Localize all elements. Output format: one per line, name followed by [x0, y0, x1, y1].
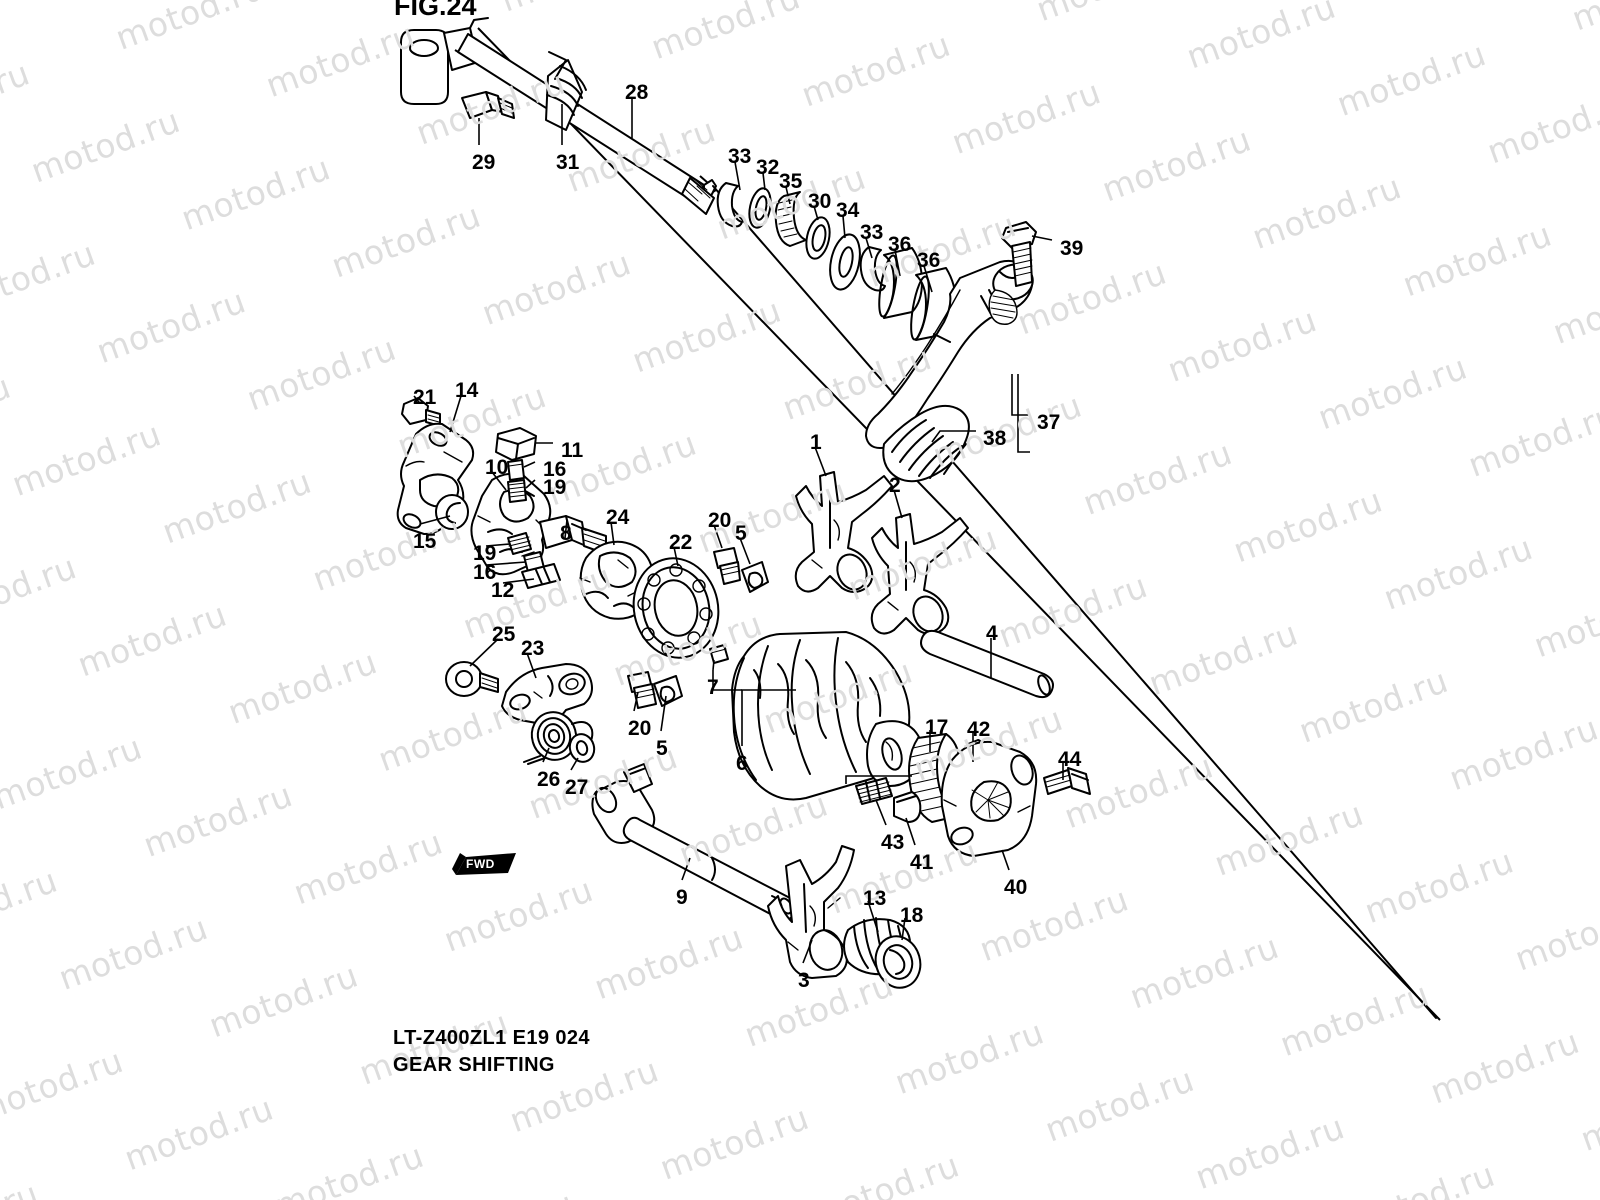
part-callout-32: 32 — [756, 156, 780, 179]
part-callout-38: 38 — [983, 427, 1007, 450]
part-callout-3: 3 — [798, 969, 810, 992]
part-36-bushing-a — [878, 247, 923, 319]
part-callout-44: 44 — [1058, 748, 1082, 771]
part-callout-39: 39 — [1060, 237, 1084, 260]
shaft-spline-end — [681, 177, 715, 215]
part-5-pin-a — [741, 561, 769, 593]
part-callout-43: 43 — [881, 831, 905, 854]
part-31-return-spring — [545, 51, 587, 131]
part-callout-37: 37 — [1037, 411, 1061, 434]
part-28-gearshift-shaft — [400, 17, 1441, 1021]
part-callout-30: 30 — [808, 190, 832, 213]
part-1-shift-fork-1 — [794, 471, 893, 593]
part-16-pin-a — [507, 459, 525, 481]
part-21-bolt — [401, 397, 441, 427]
part-callout-4: 4 — [986, 622, 998, 645]
leader-lines — [413, 98, 1064, 964]
part-15-washer — [435, 494, 469, 530]
part-callout-26: 26 — [537, 768, 561, 791]
part-callout-25: 25 — [492, 623, 516, 646]
figure-title: FIG.24 — [394, 0, 477, 21]
part-callout-19: 19 — [473, 542, 497, 565]
part-38-rubber-grip — [882, 404, 970, 483]
part-33-circlip-a — [716, 182, 743, 228]
part-44-bolt — [1043, 767, 1091, 795]
part-callout-28: 28 — [625, 81, 649, 104]
part-6-shift-cam-drum — [731, 631, 924, 801]
part-4-fork-shaft — [920, 629, 1054, 699]
part-callout-8: 8 — [560, 522, 572, 545]
part-callout-29: 29 — [472, 151, 496, 174]
part-23-gearshift-arm — [501, 663, 593, 725]
part-7-pin — [709, 644, 729, 664]
part-19-spring-a — [507, 479, 527, 503]
fwd-label: FWD — [466, 857, 495, 871]
part-callout-33: 33 — [728, 145, 752, 168]
part-20-bolt-a — [713, 547, 741, 585]
part-callout-17: 17 — [925, 716, 949, 739]
part-30-washer — [805, 216, 831, 260]
part-callout-2: 2 — [889, 474, 901, 497]
fwd-direction-marker: FWD — [452, 849, 522, 888]
part-callout-22: 22 — [669, 531, 693, 554]
part-callout-14: 14 — [455, 379, 479, 402]
part-27-washer — [568, 733, 596, 763]
part-22-bearing — [632, 557, 720, 659]
part-callout-41: 41 — [910, 851, 934, 874]
part-callout-24: 24 — [606, 506, 630, 529]
part-callout-40: 40 — [1004, 876, 1028, 899]
part-18-oil-seal — [874, 935, 922, 989]
part-callout-16: 16 — [473, 561, 497, 584]
part-25-bolt — [445, 661, 499, 697]
part-callout-7: 7 — [707, 676, 719, 699]
part-callout-6: 6 — [736, 752, 748, 775]
caption-model-code: LT-Z400ZL1 E19 024 — [393, 1027, 590, 1049]
part-callout-16: 16 — [543, 458, 567, 481]
part-callout-10: 10 — [485, 456, 509, 479]
part-callout-5: 5 — [735, 522, 747, 545]
part-callout-20: 20 — [708, 509, 732, 532]
part-callout-35: 35 — [779, 170, 803, 193]
part-callout-31: 31 — [556, 151, 580, 174]
part-callout-36: 36 — [888, 233, 912, 256]
part-callout-5: 5 — [656, 737, 668, 760]
part-callout-33: 33 — [860, 221, 884, 244]
part-callout-27: 27 — [565, 776, 589, 799]
part-3-shift-fork-3 — [767, 845, 855, 979]
part-callout-12: 12 — [491, 579, 515, 602]
part-12-plate — [521, 563, 561, 589]
part-41-pin — [893, 791, 922, 823]
part-5-pin-b — [653, 675, 683, 707]
part-callout-18: 18 — [900, 904, 924, 927]
part-callout-36: 36 — [917, 249, 941, 272]
caption-section-name: GEAR SHIFTING — [393, 1054, 555, 1076]
part-callout-42: 42 — [967, 718, 991, 741]
part-callout-11: 11 — [561, 439, 584, 462]
part-callout-9: 9 — [676, 886, 688, 909]
part-callout-23: 23 — [521, 637, 545, 660]
part-callout-20: 20 — [628, 717, 652, 740]
part-33-circlip-b — [859, 246, 886, 292]
part-43-spring — [855, 777, 893, 805]
part-callout-21: 21 — [413, 386, 437, 409]
part-11-stopper — [495, 427, 537, 461]
part-callout-19: 19 — [543, 476, 567, 499]
part-callout-13: 13 — [863, 887, 887, 910]
caption-block: LT-Z400ZL1 E19 024 GEAR SHIFTING — [393, 1025, 590, 1079]
part-callout-34: 34 — [836, 199, 860, 222]
part-callout-1: 1 — [810, 431, 822, 454]
part-34-washer-large — [829, 233, 861, 291]
part-callout-15: 15 — [413, 530, 437, 553]
part-29-bolt — [461, 91, 515, 119]
part-26-return-spring — [523, 711, 594, 765]
part-40-cam-guide — [940, 740, 1038, 857]
part-39-bolt — [1001, 221, 1037, 287]
part-9-fork-shaft-lower — [591, 763, 798, 922]
part-19-spring-b — [507, 532, 532, 555]
